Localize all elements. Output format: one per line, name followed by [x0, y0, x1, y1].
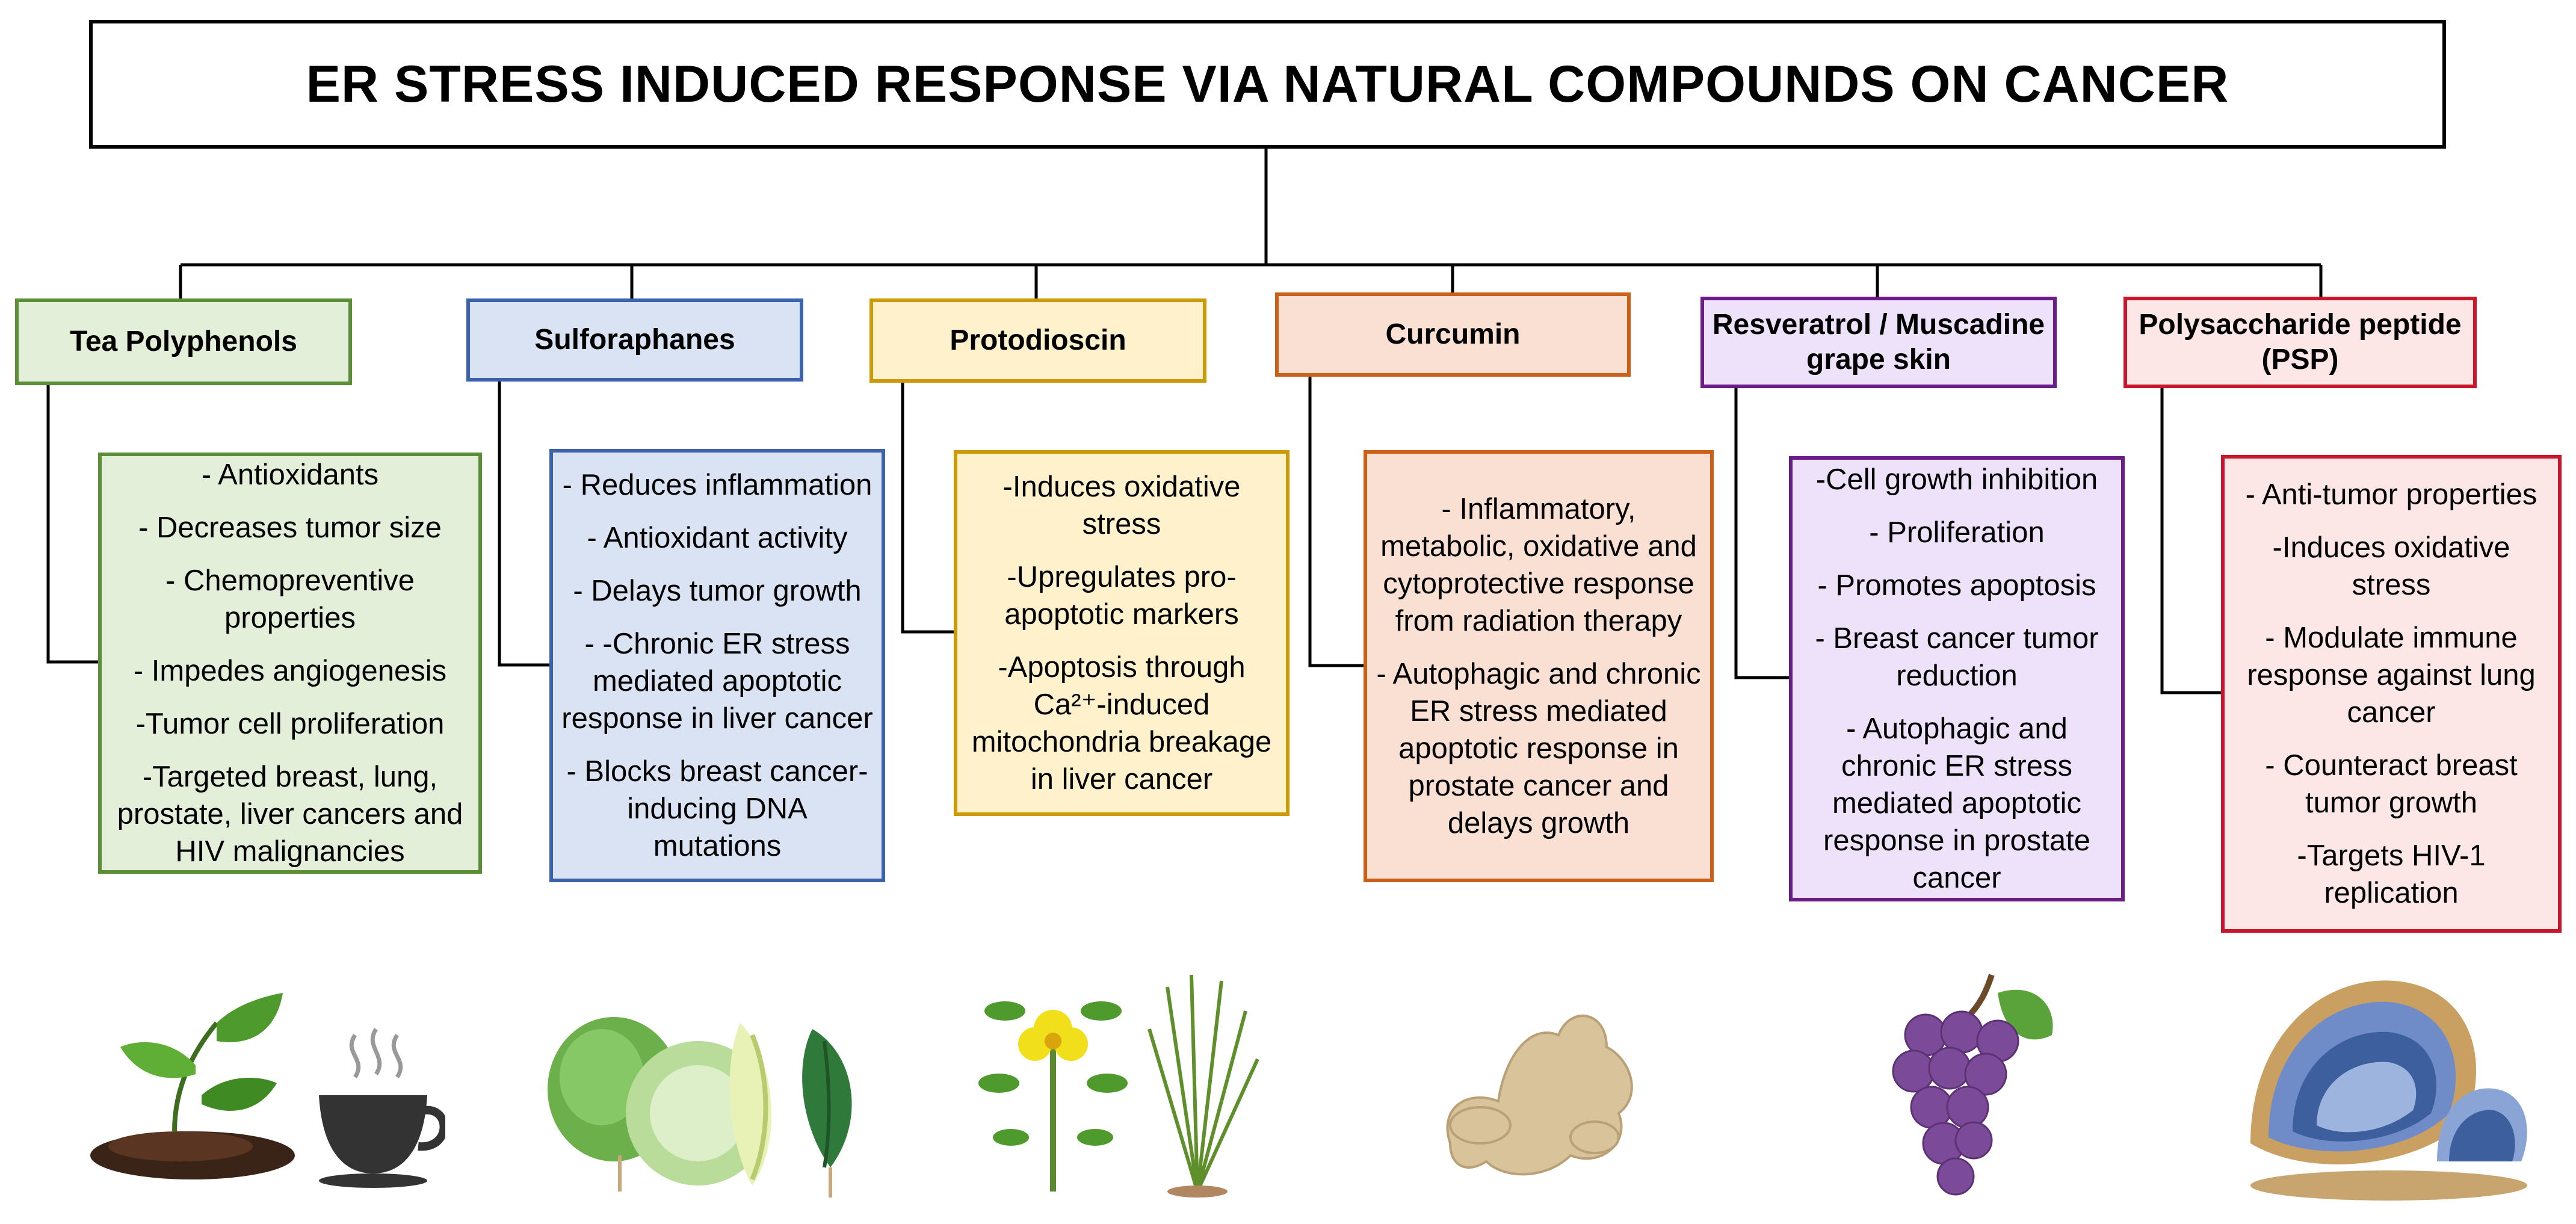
curcumin-effects: - Inflammatory, metabolic, oxidative and… — [1364, 450, 1714, 882]
diagram-title: ER STRESS INDUCED RESPONSE VIA NATURAL C… — [306, 55, 2229, 113]
psp-effects: - Anti-tumor properties -Induces oxidati… — [2221, 455, 2562, 933]
effect-item: - Autophagic and chronic ER stress media… — [1823, 712, 2090, 894]
sulforaphanes-header: Sulforaphanes — [466, 298, 803, 382]
effect-item: - Delays tumor growth — [573, 575, 862, 607]
tea-cup-icon — [319, 1028, 445, 1188]
effect-item: -Tumor cell proliferation — [135, 708, 445, 740]
effect-item: -Induces oxidative stress — [2272, 531, 2510, 601]
effect-item: -Cell growth inhibition — [1815, 463, 2098, 496]
mushroom-icon — [2250, 980, 2527, 1201]
effect-item: - Chemopreventive properties — [165, 564, 415, 634]
effect-item: - Impedes angiogenesis — [133, 655, 447, 687]
effect-item: - Decreases tumor size — [138, 512, 442, 544]
cruciferous-vegetables-icon — [548, 1017, 852, 1198]
compound-name: Polysaccharide peptide (PSP) — [2139, 309, 2462, 376]
compound-name: Protodioscin — [950, 324, 1126, 356]
effect-item: - Blocks breast cancer-inducing DNA muta… — [566, 755, 868, 862]
effect-item: - Anti-tumor properties — [2245, 478, 2537, 511]
effect-item: - Proliferation — [1869, 516, 2045, 549]
compound-name: Curcumin — [1385, 318, 1521, 350]
resveratrol-effects: -Cell growth inhibition - Proliferation … — [1789, 456, 2125, 901]
tea-polyphenols-header: Tea Polyphenols — [15, 298, 352, 385]
effect-item: - Inflammatory, metabolic, oxidative and… — [1380, 493, 1697, 637]
effect-item: -Targets HIV-1 replication — [2297, 839, 2486, 909]
effect-item: - -Chronic ER stress mediated apoptotic … — [561, 628, 873, 735]
tribulus-plant-icon — [978, 974, 1259, 1198]
effect-item: -Upregulates pro-apoptotic markers — [1004, 561, 1239, 631]
grapes-icon — [1892, 974, 2053, 1196]
protodioscin-header: Protodioscin — [869, 298, 1206, 383]
effect-item: - Autophagic and chronic ER stress media… — [1376, 658, 1701, 839]
resveratrol-header: Resveratrol / Muscadine grape skin — [1700, 297, 2057, 388]
effect-item: - Antioxidant activity — [587, 522, 848, 554]
compound-name: Tea Polyphenols — [70, 326, 297, 357]
effect-item: - Promotes apoptosis — [1817, 569, 2096, 602]
effect-item: - Antioxidants — [201, 459, 379, 491]
effect-item: - Reduces inflammation — [562, 469, 873, 501]
sulforaphanes-effects: - Reduces inflammation - Antioxidant act… — [549, 449, 885, 882]
tea-leaves-icon — [90, 993, 295, 1179]
ginger-root-icon — [1446, 1014, 1633, 1176]
protodioscin-effects: -Induces oxidative stress -Upregulates p… — [954, 450, 1290, 816]
tea-polyphenols-effects: - Antioxidants - Decreases tumor size - … — [98, 453, 482, 874]
effect-item: - Counteract breast tumor growth — [2265, 749, 2518, 819]
compound-name: Sulforaphanes — [534, 324, 735, 356]
effect-item: - Modulate immune response against lung … — [2247, 622, 2536, 729]
psp-header: Polysaccharide peptide (PSP) — [2124, 297, 2477, 388]
effect-item: -Induces oxidative stress — [1002, 471, 1241, 540]
effect-item: -Targeted breast, lung, prostate, liver … — [117, 761, 463, 868]
effect-item: - Breast cancer tumor reduction — [1815, 622, 2099, 692]
title-box: ER STRESS INDUCED RESPONSE VIA NATURAL C… — [89, 20, 2446, 149]
compound-name: Resveratrol / Muscadine grape skin — [1712, 309, 2045, 376]
effect-item: -Apoptosis through Ca²⁺-induced mitochon… — [971, 651, 1272, 796]
curcumin-header: Curcumin — [1275, 292, 1631, 377]
